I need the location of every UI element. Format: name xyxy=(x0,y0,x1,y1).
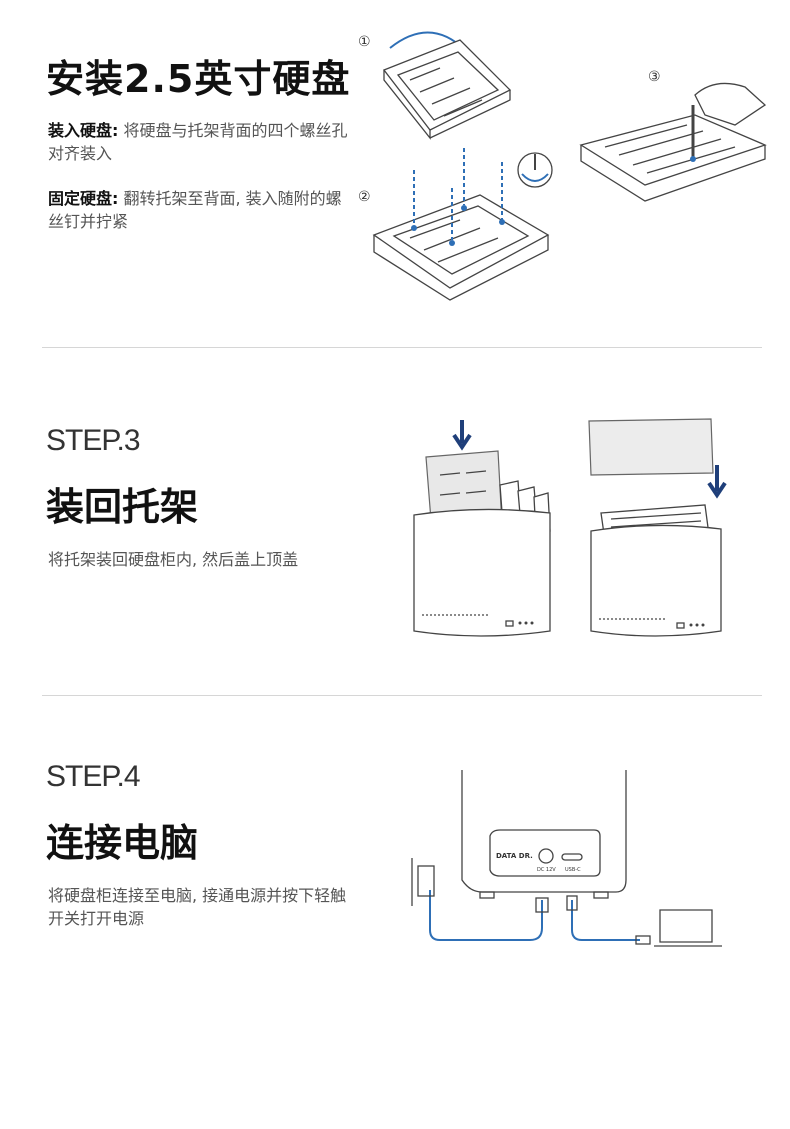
section-divider-1 xyxy=(42,347,762,348)
marker-1: ① xyxy=(358,34,371,50)
step-b-label: 固定硬盘: xyxy=(48,189,119,208)
section1-title: 安装2.5英寸硬盘 xyxy=(46,57,351,101)
section3-title: 连接电脑 xyxy=(46,821,199,865)
step-b-text: 翻转托架至背面, 装入随附的螺丝钉并拧紧 xyxy=(48,189,342,231)
step-a-label: 装入硬盘: xyxy=(48,121,119,140)
marker-3: ③ xyxy=(648,69,661,85)
step3-label: STEP.3 xyxy=(46,424,141,457)
port-usb-label: USB-C xyxy=(565,867,581,873)
screwdriver-illustration xyxy=(579,82,767,202)
section2-text: 将托架装回硬盘柜内, 然后盖上顶盖 xyxy=(48,550,299,569)
down-arrow-icon xyxy=(707,465,727,499)
port-dc-label: DC 12V xyxy=(537,867,556,873)
marker-2: ② xyxy=(358,189,371,205)
tray-flip-illustration xyxy=(382,31,512,140)
screw-tray-illustration xyxy=(372,148,553,301)
enclosure-lid-illustration xyxy=(588,418,727,637)
step-a-text: 将硬盘与托架背面的四个螺丝孔对齐装入 xyxy=(48,121,348,163)
step-b-paragraph: 固定硬盘: 翻转托架至背面, 装入随附的螺丝钉并拧紧 xyxy=(48,187,348,233)
screwdriver-icon xyxy=(694,82,767,126)
section3-text: 将硬盘柜连接至电脑, 接通电源并按下轻触开关打开电源 xyxy=(48,886,347,928)
section-divider-2 xyxy=(42,695,762,696)
enclosure-insert-illustration xyxy=(413,420,551,637)
connection-illustration xyxy=(411,770,722,947)
down-arrow-icon xyxy=(452,420,472,451)
port-brand-label: DATA DR. xyxy=(496,852,533,860)
step4-label: STEP.4 xyxy=(46,760,141,793)
section2-title: 装回托架 xyxy=(46,485,199,529)
step-a-paragraph: 装入硬盘: 将硬盘与托架背面的四个螺丝孔对齐装入 xyxy=(48,119,348,165)
